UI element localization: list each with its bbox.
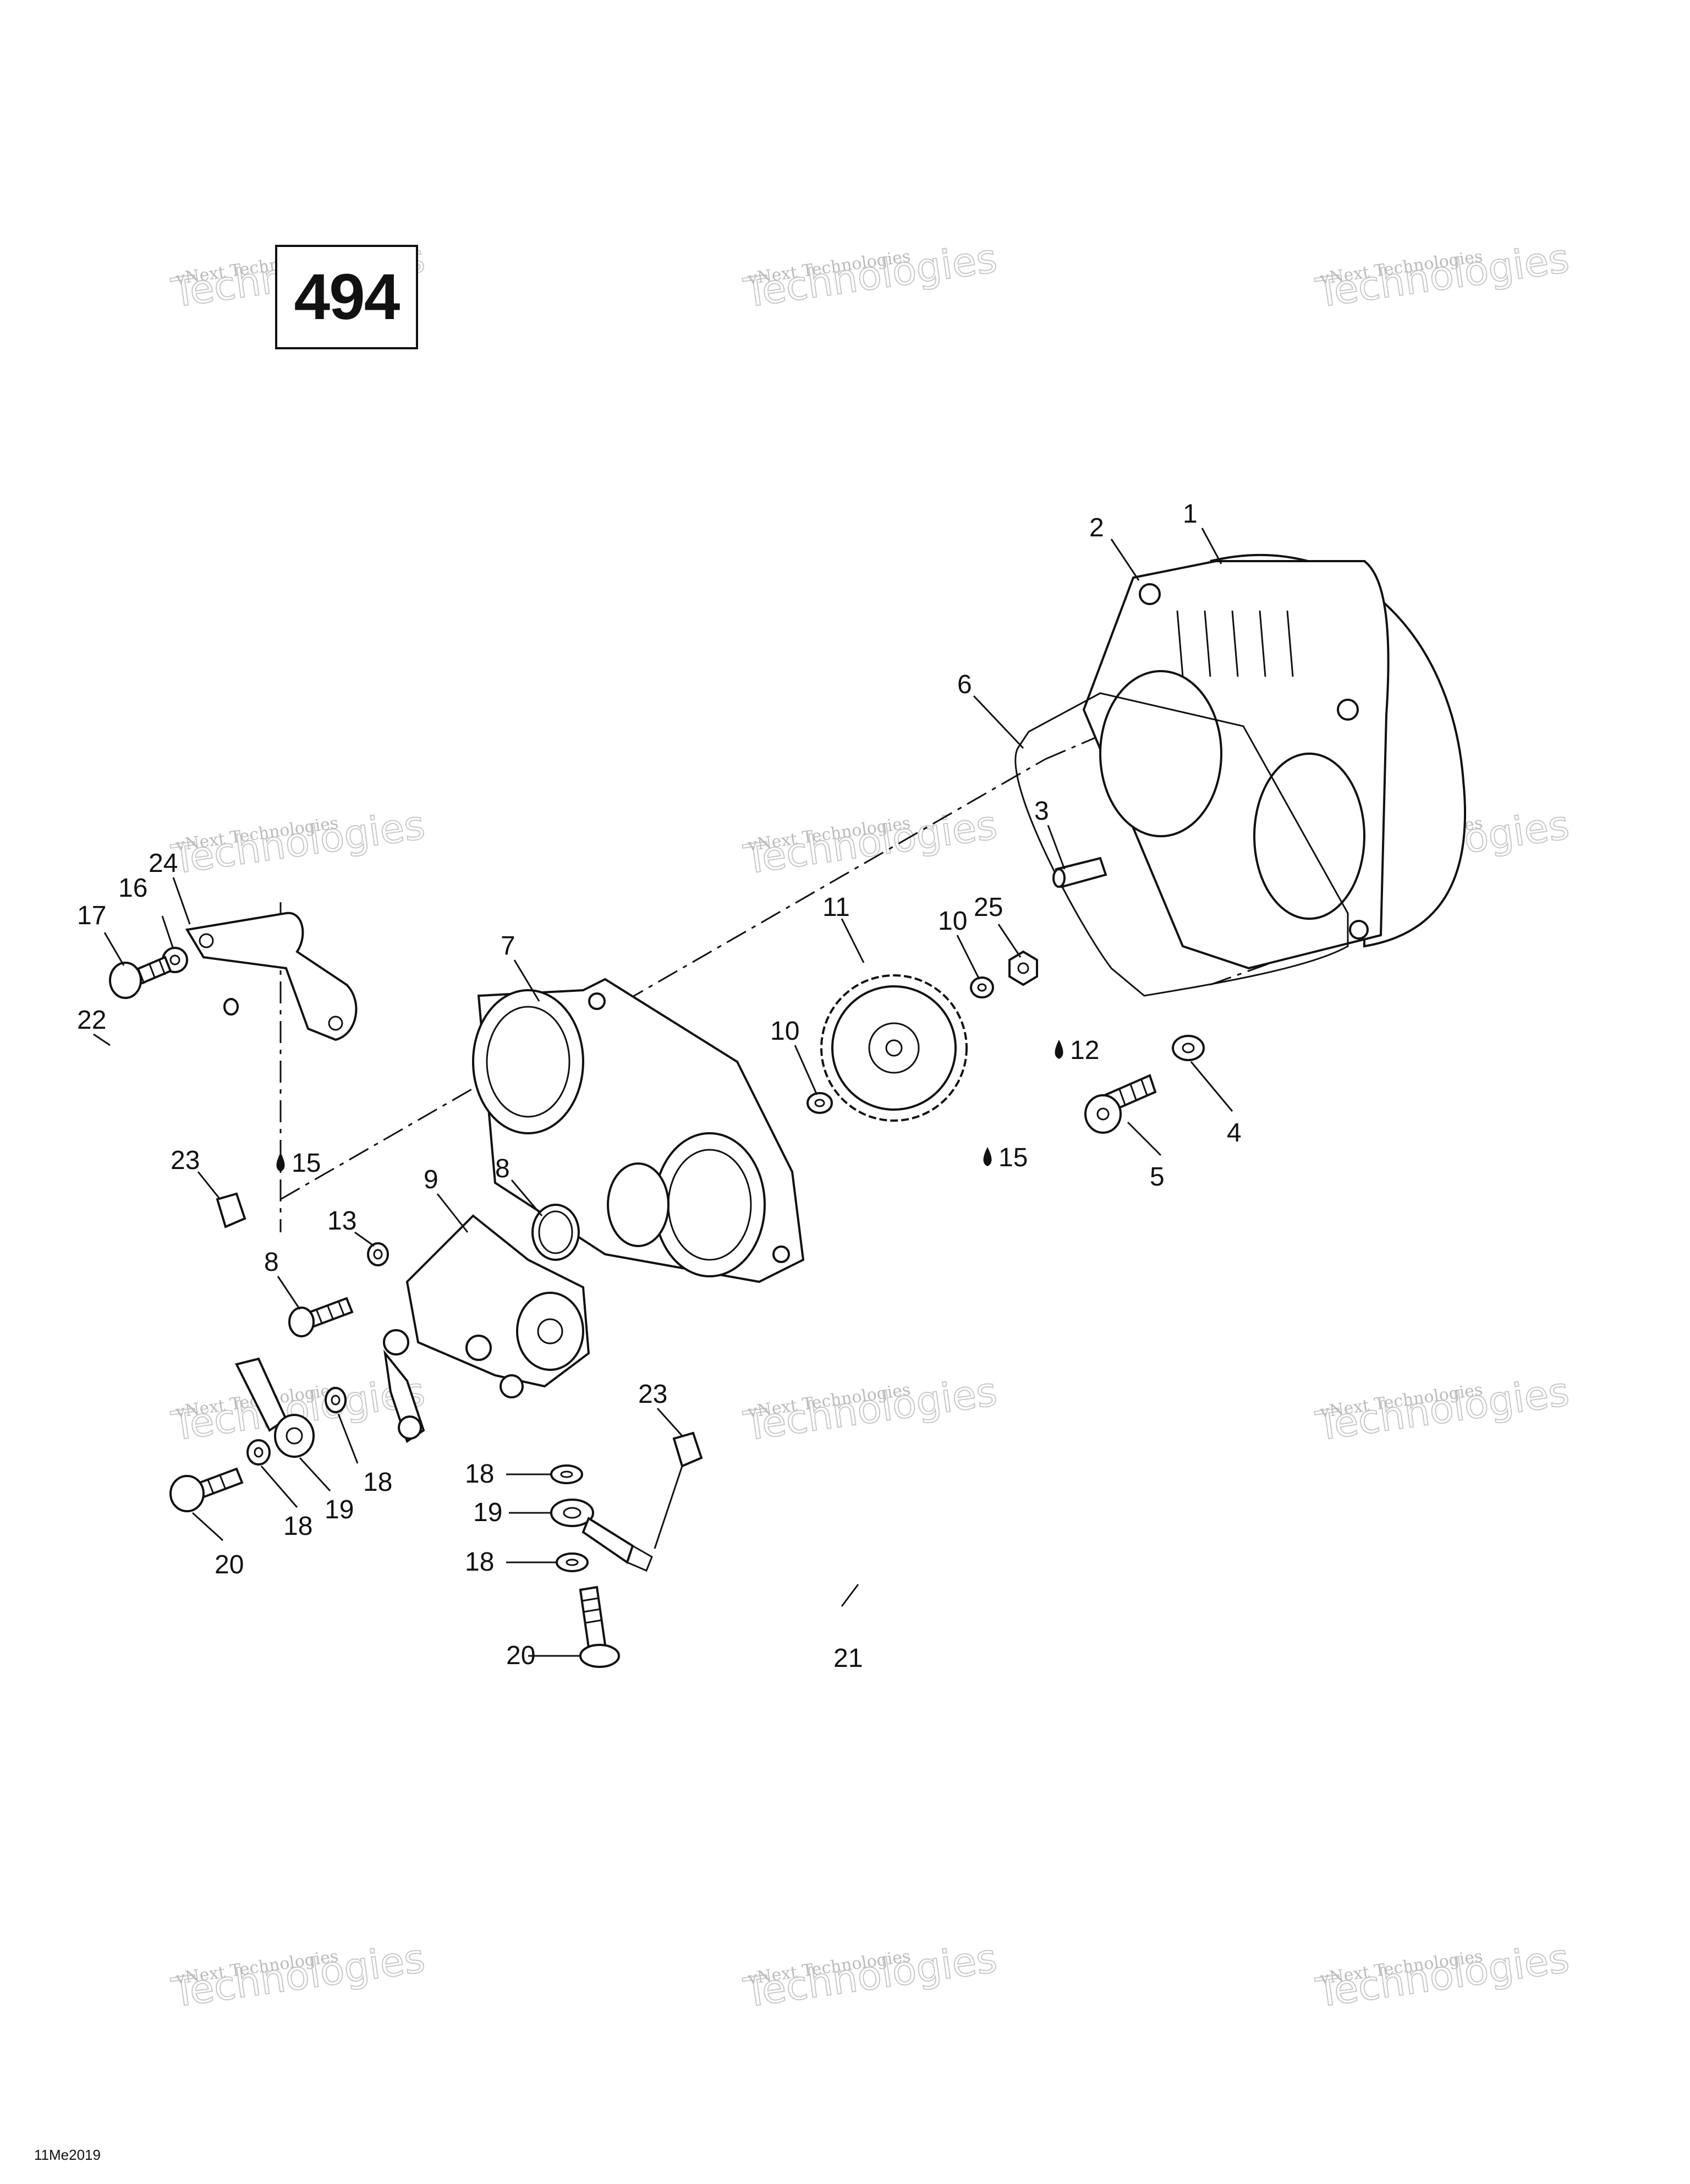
- part-20-bolt: [579, 1585, 620, 1668]
- leader-lines: [93, 528, 1233, 1657]
- callout-16: 16: [118, 874, 147, 903]
- part-17-screw: [109, 956, 172, 999]
- callout-8: 8: [495, 1154, 510, 1183]
- oil-drop-icon: [276, 1153, 285, 1172]
- oil-drop-icon: [1055, 1040, 1063, 1059]
- callout-18: 18: [465, 1548, 494, 1577]
- watermarks: Technologies vNext Technologies Technolo…: [168, 234, 1573, 2017]
- callout-12: 12: [1070, 1036, 1099, 1065]
- callout-5: 5: [1150, 1162, 1165, 1192]
- callout-15: 15: [292, 1149, 321, 1178]
- callout-20: 20: [506, 1641, 535, 1670]
- part-11-gear: [820, 974, 968, 1122]
- callout-17: 17: [77, 901, 106, 930]
- callout-11: 11: [822, 893, 850, 922]
- part-18-washer: [556, 1552, 589, 1572]
- engine-code-box: 494: [275, 245, 418, 349]
- part-10-washer: [970, 976, 994, 998]
- part-8-o-ring: [531, 1204, 580, 1261]
- callout-1: 1: [1183, 500, 1198, 529]
- part-25-nut: [1008, 950, 1038, 986]
- part-19-banjo-fitting: [550, 1499, 653, 1572]
- part-8-screw: [288, 1297, 354, 1337]
- watermark: Technologies vNext Technologies: [740, 801, 1001, 884]
- callout-24: 24: [149, 849, 178, 878]
- callout-labels: 1 2 3 4 5 6 7 8 8 9 10 10 11 12 13 15 15…: [77, 500, 1242, 1673]
- part-9-oil-pump: [383, 1214, 590, 1444]
- watermark: Technologies vNext Technologies: [740, 234, 1001, 317]
- callout-25: 25: [974, 893, 1003, 922]
- watermark: Technologies vNext Technologies: [740, 1368, 1001, 1450]
- part-10-washer: [806, 1092, 833, 1114]
- watermark: Technologies vNext Technologies: [168, 801, 429, 884]
- watermark: Technologies vNext Technologies: [168, 1934, 429, 2017]
- watermark: Technologies vNext Technologies: [1313, 1368, 1573, 1450]
- callout-15: 15: [998, 1143, 1028, 1172]
- callout-10: 10: [938, 907, 967, 936]
- part-24-bracket: [185, 912, 358, 1041]
- callout-3: 3: [1034, 797, 1049, 826]
- watermark: Technologies vNext Technologies: [740, 1934, 1001, 2017]
- callout-20: 20: [215, 1550, 244, 1579]
- callout-8: 8: [264, 1248, 279, 1277]
- engine-code: 494: [294, 261, 400, 333]
- callout-19: 19: [325, 1495, 354, 1524]
- part-18-washer: [246, 1439, 271, 1466]
- callout-13: 13: [327, 1206, 356, 1236]
- part-22-hose: [105, 998, 239, 1310]
- callout-9: 9: [424, 1165, 438, 1194]
- callout-7: 7: [501, 931, 515, 961]
- part-3-pin: [1052, 857, 1107, 888]
- callout-21: 21: [833, 1644, 863, 1673]
- callout-6: 6: [957, 670, 972, 699]
- part-18-washer: [325, 1387, 347, 1413]
- callout-10: 10: [770, 1017, 799, 1046]
- footer-code: 11Me2019: [34, 2147, 101, 2163]
- callout-2: 2: [1089, 513, 1104, 542]
- callout-23: 23: [638, 1380, 667, 1409]
- callout-23: 23: [171, 1146, 200, 1175]
- oil-drop-icon: [983, 1147, 992, 1166]
- callout-19: 19: [473, 1498, 502, 1527]
- part-19-banjo-fitting: [235, 1357, 315, 1458]
- watermark: Technologies vNext Technologies: [1313, 234, 1573, 317]
- part-5-screw: [1084, 1074, 1157, 1134]
- part-13-washer: [367, 1242, 389, 1266]
- part-6-gasket: [1014, 692, 1349, 997]
- part-21-hose: [654, 1496, 854, 1601]
- part-23-clip: [216, 1192, 246, 1228]
- part-2-housing: [1082, 560, 1390, 970]
- callout-18: 18: [465, 1459, 494, 1489]
- part-4-washer: [1172, 1035, 1205, 1061]
- callout-4: 4: [1227, 1118, 1242, 1148]
- part-23-clip: [672, 1431, 703, 1468]
- part-20-bolt: [169, 1467, 244, 1512]
- part-18-washer: [550, 1464, 583, 1484]
- callout-18: 18: [283, 1512, 312, 1541]
- callout-18: 18: [363, 1468, 392, 1497]
- part-7-pump-housing: [472, 978, 805, 1283]
- callout-22: 22: [77, 1006, 106, 1035]
- watermark: Technologies vNext Technologies: [1313, 1934, 1573, 2017]
